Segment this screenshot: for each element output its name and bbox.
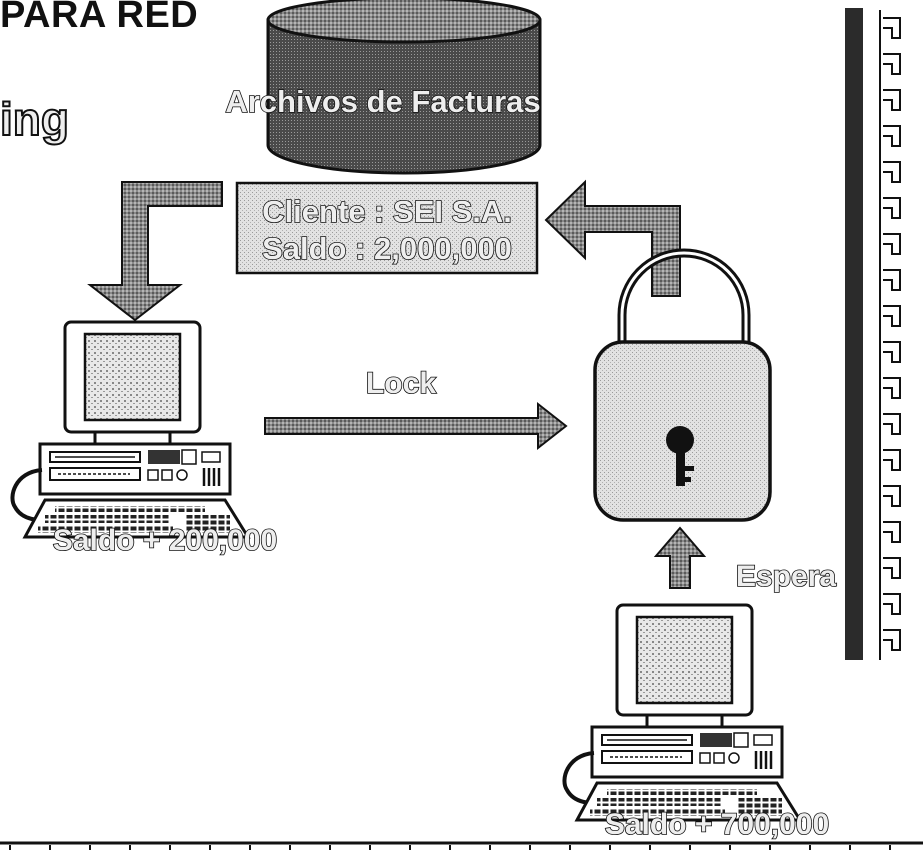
arrow-write-icon: [546, 182, 680, 296]
arrow-read-icon: [90, 182, 222, 320]
record-saldo: Saldo : 2,000,000: [262, 231, 512, 266]
left-computer-label: Saldo + 200,000: [53, 524, 277, 557]
decorative-border-right: [880, 10, 900, 660]
lock-label: Lock: [366, 367, 436, 400]
espera-label: Espera: [736, 560, 836, 593]
lock-arrow-icon: [265, 404, 566, 448]
desktop-computer-icon: [12, 322, 248, 537]
bottom-computer-label: Saldo + 700,000: [605, 808, 829, 841]
decorative-border-bottom: [0, 843, 923, 850]
database-label: Archivos de Facturas: [225, 84, 540, 119]
decorative-bar: [845, 8, 863, 660]
desktop-computer-icon: [564, 605, 800, 820]
record-cliente: Cliente : SEI S.A.: [262, 194, 512, 229]
espera-arrow-icon: [656, 528, 704, 588]
